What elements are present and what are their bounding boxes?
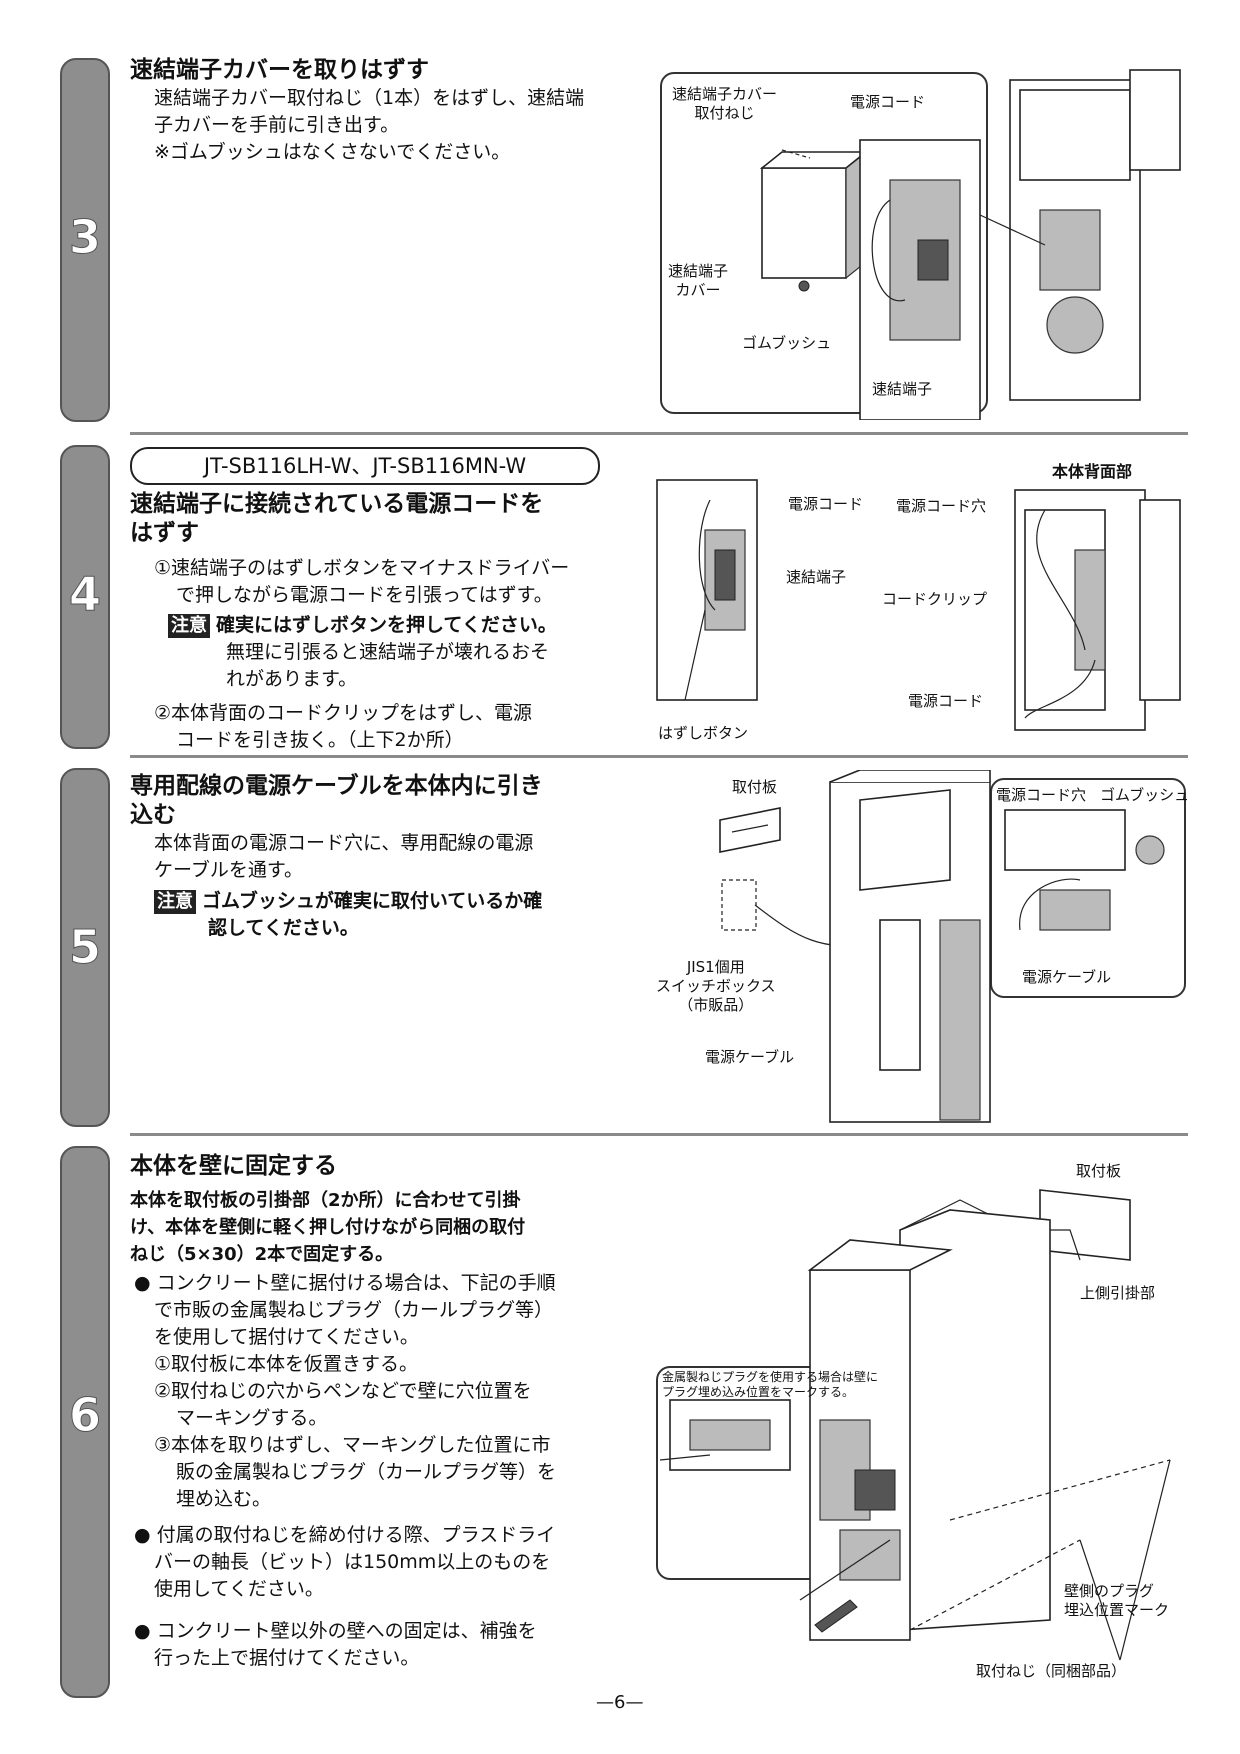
page-number: —6—	[596, 1692, 644, 1713]
section-divider	[130, 432, 1188, 435]
step-tab-4: 4	[60, 445, 110, 749]
label-power-cord-2: 電源コード	[908, 692, 984, 710]
step5-caution: 注意ゴムブッシュが確実に取付いているか確 認してください。	[154, 888, 542, 942]
step4-title: 速結端子に接続されている電源コードを はずす	[130, 491, 544, 546]
label-release-button: はずしボタン	[658, 724, 749, 742]
label-power-cord: 電源コード	[788, 495, 864, 513]
step-tab-3: 3	[60, 58, 110, 422]
label-inset-note: 金属製ねじプラグを使用する場合は壁に プラグ埋め込み位置をマークする。	[662, 1370, 879, 1399]
label-power-cord: 電源コード	[850, 93, 926, 111]
step6-bullet-1: ● コンクリート壁に据付ける場合は、下記の手順 で市販の金属製ねじプラグ（カール…	[134, 1272, 557, 1510]
section-divider	[130, 1133, 1188, 1136]
label-plug-mark: 壁側のプラグ 埋込位置マーク	[1064, 1582, 1170, 1619]
model-badge: JT-SB116LH-W、JT-SB116MN-W	[130, 447, 600, 485]
step-number: 6	[68, 1388, 101, 1443]
label-mounting-screw: 取付ねじ（同梱部品）	[976, 1662, 1127, 1680]
step-tab-5: 5	[60, 768, 110, 1127]
label-cord-hole: 電源コード穴	[996, 786, 1087, 804]
caution-tag: 注意	[154, 890, 196, 914]
step6-bullet-3: ● コンクリート壁以外の壁への固定は、補強を 行った上で据付けてください。	[134, 1620, 537, 1669]
step5-illustration	[719, 770, 1165, 1123]
step-tab-6: 6	[60, 1146, 110, 1698]
label-cord-hole: 電源コード穴	[896, 497, 987, 515]
label-terminal: 速結端子	[872, 380, 933, 398]
label-mounting-plate: 取付板	[1076, 1162, 1122, 1180]
step6-title: 本体を壁に固定する	[130, 1153, 337, 1179]
step4-item2: ②本体背面のコードクリップをはずし、電源 コードを引き抜く。（上下2か所）	[154, 702, 533, 751]
step6-lead: 本体を取付板の引掛部（2か所）に合わせて引掛 け、本体を壁側に軽く押し付けながら…	[130, 1190, 526, 1265]
step6-illustration	[659, 1189, 1171, 1661]
label-power-cable: 電源ケーブル	[705, 1048, 795, 1066]
label-power-cable-inset: 電源ケーブル	[1022, 968, 1112, 986]
section-divider	[130, 755, 1188, 758]
label-rubber-bush: ゴムブッシュ	[1100, 786, 1190, 804]
step4-caution: 注意確実にはずしボタンを押してください。 無理に引張ると速結端子が壊れるおそ れ…	[168, 612, 557, 693]
step-number: 4	[68, 567, 101, 622]
step5-body: 本体背面の電源コード穴に、専用配線の電源 ケーブルを通す。	[154, 832, 534, 881]
step5-detail-frame	[990, 778, 1186, 998]
label-cord-clip: コードクリップ	[882, 590, 988, 608]
label-cover-screw: 速結端子カバー 取付ねじ	[672, 85, 778, 122]
label-mounting-plate: 取付板	[732, 778, 778, 796]
step-number: 3	[68, 210, 101, 265]
step3-body: 速結端子カバー取付ねじ（1本）をはずし、速結端 子カバーを手前に引き出す。 ※ゴ…	[154, 87, 585, 163]
step-number: 5	[68, 920, 101, 975]
step3-illustration	[759, 69, 1181, 420]
step5-title: 専用配線の電源ケーブルを本体内に引き 込む	[130, 773, 543, 828]
label-back-title: 本体背面部	[1052, 462, 1133, 481]
label-upper-hook: 上側引掛部	[1080, 1284, 1156, 1302]
step4-illustration	[656, 479, 1181, 731]
step6-bullet-2: ● 付属の取付ねじを締め付ける際、プラスドライ バーの軸長（ビット）は150mm…	[134, 1524, 556, 1600]
caution-tag: 注意	[168, 614, 210, 638]
step3-title: 速結端子カバーを取りはずす	[130, 57, 429, 83]
step4-item1: ①速結端子のはずしボタンをマイナスドライバー で押しながら電源コードを引張っては…	[154, 557, 570, 606]
label-rubber-bush: ゴムブッシュ	[742, 334, 832, 352]
step3-detail-frame	[660, 72, 988, 414]
label-terminal: 速結端子	[786, 568, 847, 586]
label-terminal-cover: 速結端子 カバー	[668, 262, 729, 299]
label-switch-box: JIS1個用 スイッチボックス （市販品）	[656, 958, 776, 1014]
